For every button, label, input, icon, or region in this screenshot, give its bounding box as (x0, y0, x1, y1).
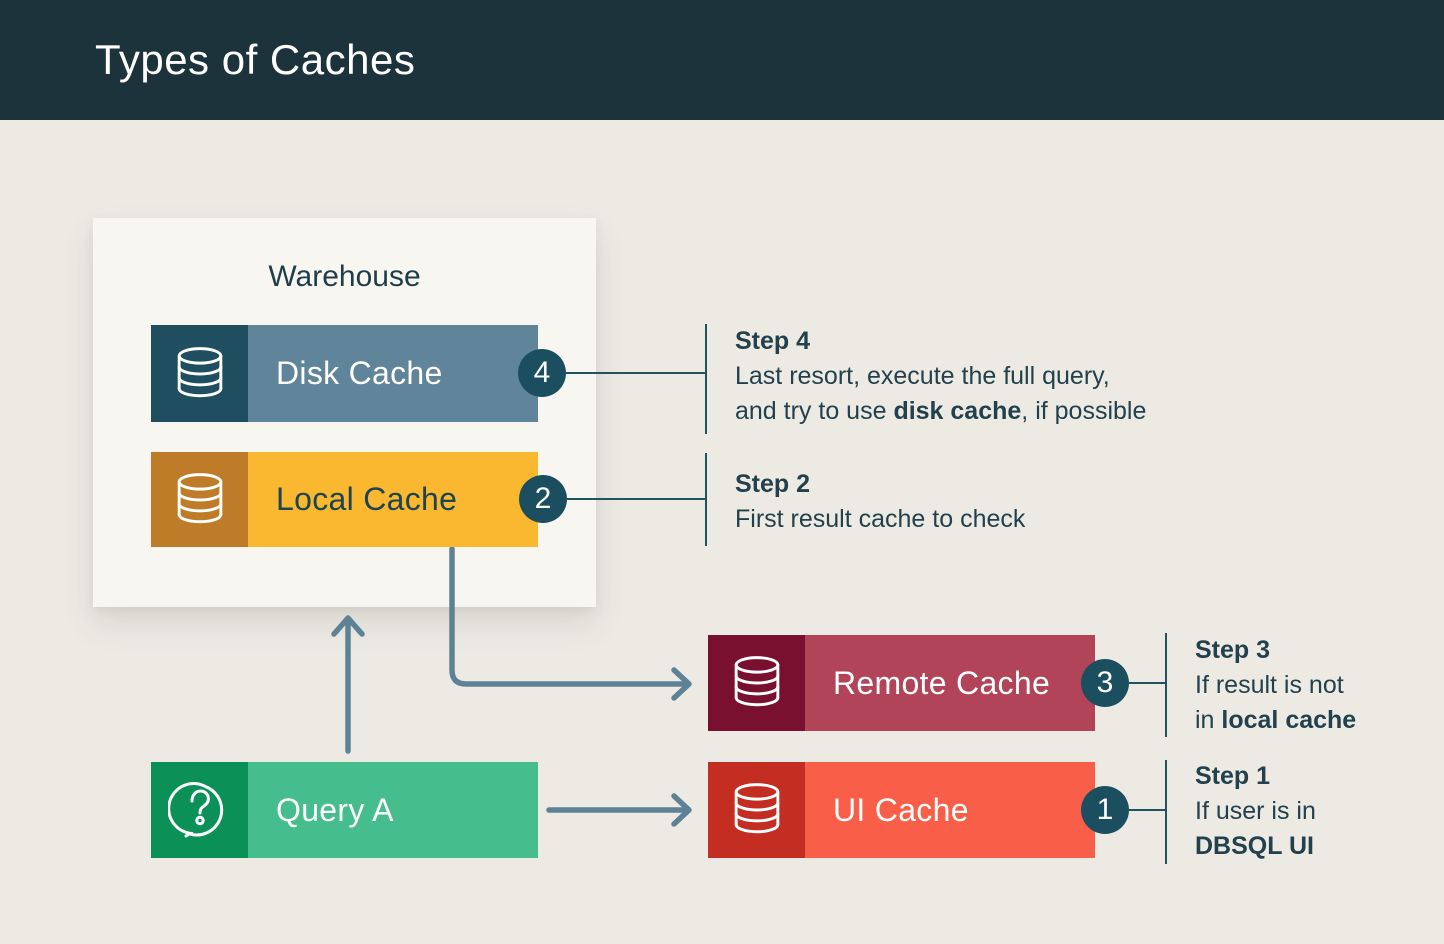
arrowhead-right-icon (671, 793, 692, 827)
node-local-cache: Local Cache (151, 452, 538, 547)
warehouse-label: Warehouse (268, 260, 421, 293)
node-ui-cache: UI Cache (708, 762, 1095, 858)
arrowhead-right-icon (671, 667, 692, 701)
node-query-a: Query A (151, 762, 538, 858)
local-cache-icon-tile (151, 452, 248, 547)
disk-cache-icon-tile (151, 325, 248, 422)
step-badge-1: 1 (1081, 786, 1129, 834)
step-4-line1: Last resort, execute the full query, (735, 362, 1110, 390)
step-1-title: Step 1 (1195, 762, 1271, 790)
step-2-line1: First result cache to check (735, 505, 1026, 533)
disk-cache-label: Disk Cache (276, 355, 443, 391)
remote-cache-icon-tile (708, 635, 805, 731)
database-icon (734, 656, 779, 707)
database-icon (177, 346, 222, 397)
ui-cache-label: UI Cache (833, 791, 969, 828)
ui-cache-icon-tile (708, 762, 805, 858)
step-3-title: Step 3 (1195, 636, 1271, 664)
step-badge-3: 3 (1081, 659, 1129, 707)
question-mark-icon (167, 782, 223, 838)
query-a-icon-tile (151, 762, 248, 858)
database-icon (734, 783, 779, 834)
page-title: Types of Caches (95, 36, 416, 83)
step-1-note: Step 1 If user is in DBSQL UI (1195, 759, 1316, 864)
node-remote-cache: Remote Cache (708, 635, 1095, 731)
step-badge-4: 4 (518, 349, 566, 397)
step-4-note: Step 4 Last resort, execute the full que… (735, 324, 1146, 429)
step-4-title: Step 4 (735, 327, 811, 355)
step-2-title: Step 2 (735, 470, 811, 498)
arrowhead-up-icon (331, 615, 365, 637)
step-3-line1: If result is not (1195, 671, 1344, 699)
remote-cache-label: Remote Cache (833, 664, 1051, 701)
database-icon (177, 472, 222, 523)
header: Types of Caches (0, 0, 1444, 120)
query-a-label: Query A (276, 791, 394, 828)
step-4-line2: and try to use disk cache, if possible (735, 397, 1147, 425)
step-1-line1: If user is in (1195, 797, 1316, 825)
step-1-line2: DBSQL UI (1195, 832, 1314, 860)
node-disk-cache: Disk Cache (151, 325, 538, 422)
local-cache-label: Local Cache (276, 481, 458, 517)
step-2-note: Step 2 First result cache to check (735, 467, 1025, 537)
step-badge-2: 2 (519, 475, 567, 523)
step-3-line2: in local cache (1195, 706, 1357, 734)
step-3-note: Step 3 If result is not in local cache (1195, 633, 1356, 738)
